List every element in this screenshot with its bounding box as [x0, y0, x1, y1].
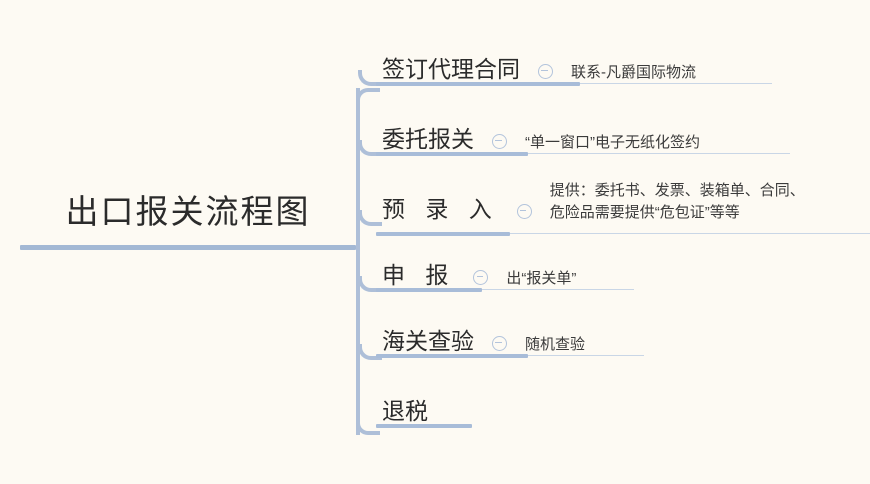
- branch-node-1-label: 签订代理合同: [382, 56, 520, 82]
- branch-node-5[interactable]: 海关查验 随机查验: [376, 308, 644, 358]
- branch-node-3-underline: [376, 232, 510, 236]
- connector-elbow-4: [358, 276, 382, 292]
- collapse-minus-icon[interactable]: [538, 64, 553, 79]
- root-node-underline: [20, 245, 356, 250]
- branch-node-6-underline: [376, 424, 472, 428]
- branch-node-2-label: 委托报关: [382, 126, 474, 152]
- branch-node-6-label: 退税: [382, 398, 428, 424]
- root-node-label: 出口报关流程图: [65, 193, 311, 230]
- connector-elbow-3: [358, 210, 382, 226]
- collapse-minus-icon[interactable]: [516, 204, 532, 219]
- branch-node-4-label: 申 报: [382, 262, 456, 288]
- branch-node-3-sub-underline: [510, 233, 870, 235]
- branch-node-4-sub-underline: [482, 289, 634, 291]
- branch-node-5-sub-underline: [528, 355, 644, 357]
- branch-node-3-label: 预 录 入: [382, 196, 499, 222]
- branch-node-2-underline: [376, 152, 528, 156]
- collapse-minus-icon[interactable]: [492, 134, 507, 149]
- connector-spine: [356, 88, 378, 435]
- branch-node-4-sublabel: 出“报关单”: [506, 270, 577, 287]
- branch-node-1-underline: [376, 82, 580, 86]
- branch-node-6[interactable]: 退税: [376, 378, 472, 428]
- branch-node-5-sublabel: 随机查验: [525, 336, 586, 353]
- connector-elbow-5: [358, 344, 382, 360]
- branch-node-3[interactable]: 预 录 入 提供：委托书、发票、装箱单、合同、 危险品需要提供“危包证”等等: [376, 172, 870, 236]
- branch-node-5-underline: [376, 354, 528, 358]
- root-node[interactable]: 出口报关流程图: [20, 185, 356, 265]
- branch-node-4-underline: [376, 288, 482, 292]
- connector-elbow-1: [358, 70, 382, 86]
- branch-node-2[interactable]: 委托报关 “单一窗口”电子无纸化签约: [376, 106, 790, 156]
- branch-node-2-sublabel: “单一窗口”电子无纸化签约: [525, 134, 700, 151]
- branch-node-1-sub-underline: [580, 83, 772, 85]
- branch-node-5-label: 海关查验: [382, 328, 474, 354]
- branch-node-4[interactable]: 申 报 出“报关单”: [376, 242, 634, 292]
- branch-node-3-sublabel: 提供：委托书、发票、装箱单、合同、 危险品需要提供“危包证”等等: [549, 182, 805, 221]
- collapse-minus-icon[interactable]: [492, 336, 507, 351]
- branch-node-1-sublabel: 联系-凡爵国际物流: [571, 64, 696, 81]
- connector-elbow-2: [358, 140, 382, 156]
- connector-spine-top-cap: [356, 88, 380, 102]
- branch-node-2-sub-underline: [528, 153, 790, 155]
- branch-node-1[interactable]: 签订代理合同 联系-凡爵国际物流: [376, 36, 772, 86]
- collapse-minus-icon[interactable]: [473, 270, 489, 285]
- connector-spine-bottom-cap: [356, 421, 380, 435]
